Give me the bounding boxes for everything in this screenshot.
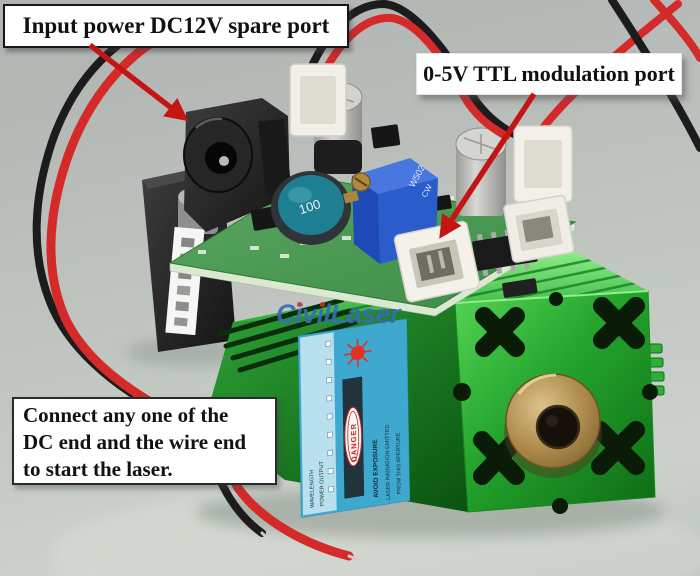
callout-ttl-text: 0-5V TTL modulation port <box>423 61 675 86</box>
callout-input-power: Input power DC12V spare port <box>3 4 349 48</box>
warning-line-1: AVOID EXPOSURE <box>372 438 380 498</box>
watermark-i-dot <box>297 302 302 307</box>
callout-ttl: 0-5V TTL modulation port <box>416 53 682 95</box>
warning-line-2: LASER RADIATION EMITTED <box>385 424 392 500</box>
connector-right-wired <box>513 125 573 203</box>
warning-line-3: FROM THIS APERTURE <box>396 432 403 495</box>
red-wire-corner <box>650 0 700 62</box>
label-spec-power: POWER OUTPUT <box>319 460 326 507</box>
dc-jack <box>183 98 292 232</box>
red-wire <box>46 29 354 561</box>
connect-note-line1: Connect any one of the <box>23 403 229 427</box>
watermark: CivilLaser <box>276 299 401 330</box>
connect-note-line3: to start the laser. <box>23 457 173 481</box>
connector-top-left <box>289 63 347 137</box>
laser-starburst-icon <box>343 338 372 368</box>
checkbox-marks <box>325 340 334 493</box>
capacitor-right <box>455 127 507 216</box>
callout-input-power-text: Input power DC12V spare port <box>22 13 330 38</box>
black-wire-tip <box>260 531 274 544</box>
connector-middle-empty <box>503 194 575 263</box>
brass-lens-barrel <box>504 373 602 478</box>
danger-warning-label: WAVELENGTH POWER OUTPUT DANGER AVOID EXP… <box>297 318 411 519</box>
inductor: 100 <box>271 171 351 245</box>
inductor-marking: 100 <box>297 196 322 217</box>
front-face-cutouts <box>473 297 645 485</box>
connect-note-line2: DC end and the wire end <box>23 430 247 454</box>
callout-connect-note: Connect any one of the DC end and the wi… <box>12 397 277 485</box>
danger-text: DANGER <box>349 422 359 462</box>
red-wire-tip <box>347 554 363 563</box>
front-face-edge-notches <box>453 292 658 514</box>
watermark-text: CivilLaser <box>276 299 401 329</box>
label-spec-wavelength: WAVELENGTH <box>309 469 316 508</box>
ttl-connector <box>393 220 481 303</box>
watermark-i-dot <box>320 302 325 307</box>
